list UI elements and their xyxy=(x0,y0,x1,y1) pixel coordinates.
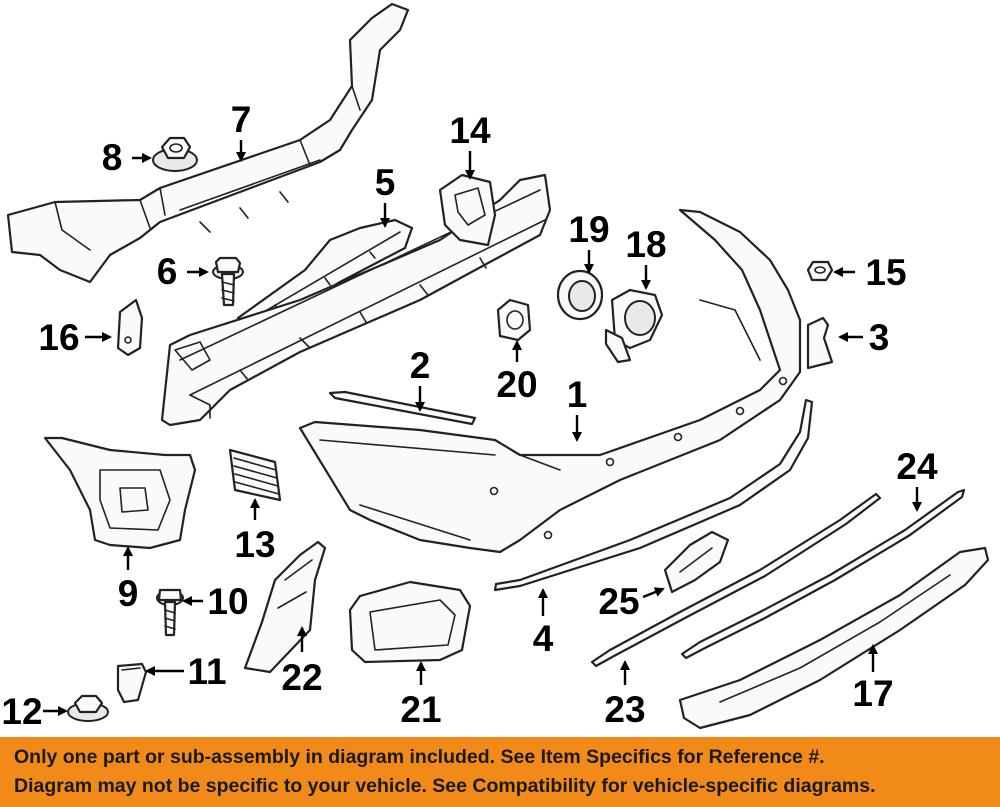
part-19-sensor-ring xyxy=(556,269,604,321)
disclaimer-line-2: Diagram may not be specific to your vehi… xyxy=(14,775,876,797)
part-10-bolt xyxy=(156,588,184,637)
callout-4: 4 xyxy=(533,618,554,659)
callout-18: 18 xyxy=(625,224,666,265)
callout-25: 25 xyxy=(598,581,639,622)
part-12-nut xyxy=(67,694,109,722)
part-15-nut xyxy=(806,260,834,282)
part-11-clip xyxy=(116,662,148,704)
callout-7: 7 xyxy=(231,99,252,140)
callout-2: 2 xyxy=(410,345,431,386)
callout-10: 10 xyxy=(207,581,248,622)
callout-5: 5 xyxy=(375,162,396,203)
callout-13: 13 xyxy=(234,524,275,565)
part-20-sensor-bracket xyxy=(496,298,532,342)
part-9-side-bracket xyxy=(43,436,197,550)
part-21-module xyxy=(348,580,472,664)
callout-21: 21 xyxy=(400,689,441,730)
part-18-sensor xyxy=(604,288,664,364)
part-1-bumper-cover xyxy=(298,208,802,554)
part-16-clip xyxy=(116,298,144,357)
callout-14: 14 xyxy=(449,110,491,151)
part-6-bolt xyxy=(212,256,244,307)
callout-23: 23 xyxy=(604,689,645,730)
part-8-nut xyxy=(152,136,198,172)
callout-22: 22 xyxy=(281,657,322,698)
callout-9: 9 xyxy=(118,573,139,614)
part-24-trim xyxy=(680,488,966,660)
disclaimer-banner: Only one part or sub-assembly in diagram… xyxy=(0,737,1000,807)
callout-17: 17 xyxy=(852,673,893,714)
callout-6: 6 xyxy=(157,251,178,292)
part-3-bracket xyxy=(806,316,834,370)
callout-12: 12 xyxy=(1,691,42,732)
callout-8: 8 xyxy=(102,137,123,178)
part-25-bracket xyxy=(663,530,730,594)
part-23-trim xyxy=(590,492,882,668)
callout-15: 15 xyxy=(865,252,906,293)
parts-diagram: 7 8 5 14 6 19 18 15 3 16 2 20 1 24 13 9 … xyxy=(1,2,990,732)
callout-1: 1 xyxy=(567,374,588,415)
part-17-valance xyxy=(678,546,990,730)
part-22-deflector xyxy=(243,540,327,674)
callout-24: 24 xyxy=(896,446,938,487)
part-2-trim-strip xyxy=(328,390,477,426)
callout-19: 19 xyxy=(568,209,609,250)
part-13-vent xyxy=(228,448,282,502)
callout-11: 11 xyxy=(187,651,226,692)
disclaimer-line-1: Only one part or sub-assembly in diagram… xyxy=(14,746,825,768)
callout-20: 20 xyxy=(496,364,537,405)
callout-3: 3 xyxy=(869,317,890,358)
part-4-lower-strip xyxy=(493,398,814,592)
part-7-reinforcement xyxy=(6,2,410,284)
impact-bar xyxy=(160,173,552,427)
callout-16: 16 xyxy=(38,317,79,358)
